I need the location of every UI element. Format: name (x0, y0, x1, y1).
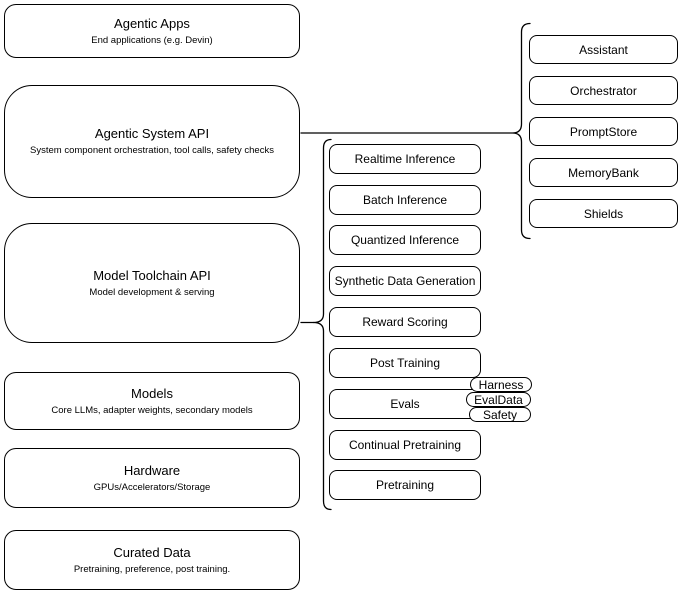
node-title: Model Toolchain API (93, 267, 211, 283)
node-reward-scoring[interactable]: Reward Scoring (329, 307, 481, 337)
node-synthetic-data-generation[interactable]: Synthetic Data Generation (329, 266, 481, 296)
node-title: Curated Data (113, 544, 191, 560)
node-assistant[interactable]: Assistant (529, 35, 678, 64)
node-label: Shields (583, 206, 624, 221)
tag-harness[interactable]: Harness (470, 377, 532, 392)
node-quantized-inference[interactable]: Quantized Inference (329, 225, 481, 255)
node-label: Reward Scoring (362, 315, 448, 329)
node-agentic-apps[interactable]: Agentic Apps End applications (e.g. Devi… (4, 4, 300, 58)
node-agentic-system-api[interactable]: Agentic System API System component orch… (4, 85, 300, 198)
node-memorybank[interactable]: MemoryBank (529, 158, 678, 187)
node-title: Hardware (123, 462, 181, 478)
node-label: MemoryBank (568, 165, 639, 180)
node-shields[interactable]: Shields (529, 199, 678, 228)
node-batch-inference[interactable]: Batch Inference (329, 185, 481, 215)
node-label: Evals (390, 397, 420, 411)
node-post-training[interactable]: Post Training (329, 348, 481, 378)
node-realtime-inference[interactable]: Realtime Inference (329, 144, 481, 174)
toolchain-items-brace (312, 138, 332, 511)
node-evals[interactable]: Evals (329, 389, 481, 419)
node-models[interactable]: Models Core LLMs, adapter weights, secon… (4, 372, 300, 430)
tag-label: Safety (482, 407, 518, 422)
node-subtitle: Core LLMs, adapter weights, secondary mo… (51, 404, 253, 416)
node-title: Agentic Apps (114, 15, 190, 31)
tag-safety[interactable]: Safety (469, 407, 531, 422)
node-label: Realtime Inference (354, 152, 456, 166)
node-label: PromptStore (569, 124, 638, 139)
node-subtitle: Model development & serving (89, 286, 215, 298)
node-subtitle: GPUs/Accelerators/Storage (93, 481, 211, 493)
node-promptstore[interactable]: PromptStore (529, 117, 678, 146)
node-label: Synthetic Data Generation (334, 274, 476, 288)
node-subtitle: Pretraining, preference, post training. (73, 563, 231, 575)
node-label: Orchestrator (570, 83, 637, 98)
node-label: Continual Pretraining (348, 438, 462, 452)
node-pretraining[interactable]: Pretraining (329, 470, 481, 500)
node-label: Pretraining (375, 478, 435, 492)
node-subtitle: System component orchestration, tool cal… (30, 145, 274, 156)
node-subtitle: End applications (e.g. Devin) (91, 34, 213, 46)
tag-evaldata[interactable]: EvalData (466, 392, 531, 407)
node-title: Agentic System API (94, 126, 210, 141)
system-components-brace (511, 22, 531, 240)
node-curated-data[interactable]: Curated Data Pretraining, preference, po… (4, 530, 300, 590)
node-label: Post Training (369, 356, 441, 370)
tag-label: EvalData (474, 392, 523, 407)
node-model-toolchain-api[interactable]: Model Toolchain API Model development & … (4, 223, 300, 343)
tag-label: Harness (478, 377, 524, 392)
node-title: Models (131, 385, 173, 401)
node-label: Batch Inference (362, 193, 448, 207)
node-label: Assistant (579, 42, 628, 57)
node-label: Quantized Inference (350, 233, 460, 247)
node-continual-pretraining[interactable]: Continual Pretraining (329, 430, 481, 460)
node-orchestrator[interactable]: Orchestrator (529, 76, 678, 105)
node-hardware[interactable]: Hardware GPUs/Accelerators/Storage (4, 448, 300, 508)
